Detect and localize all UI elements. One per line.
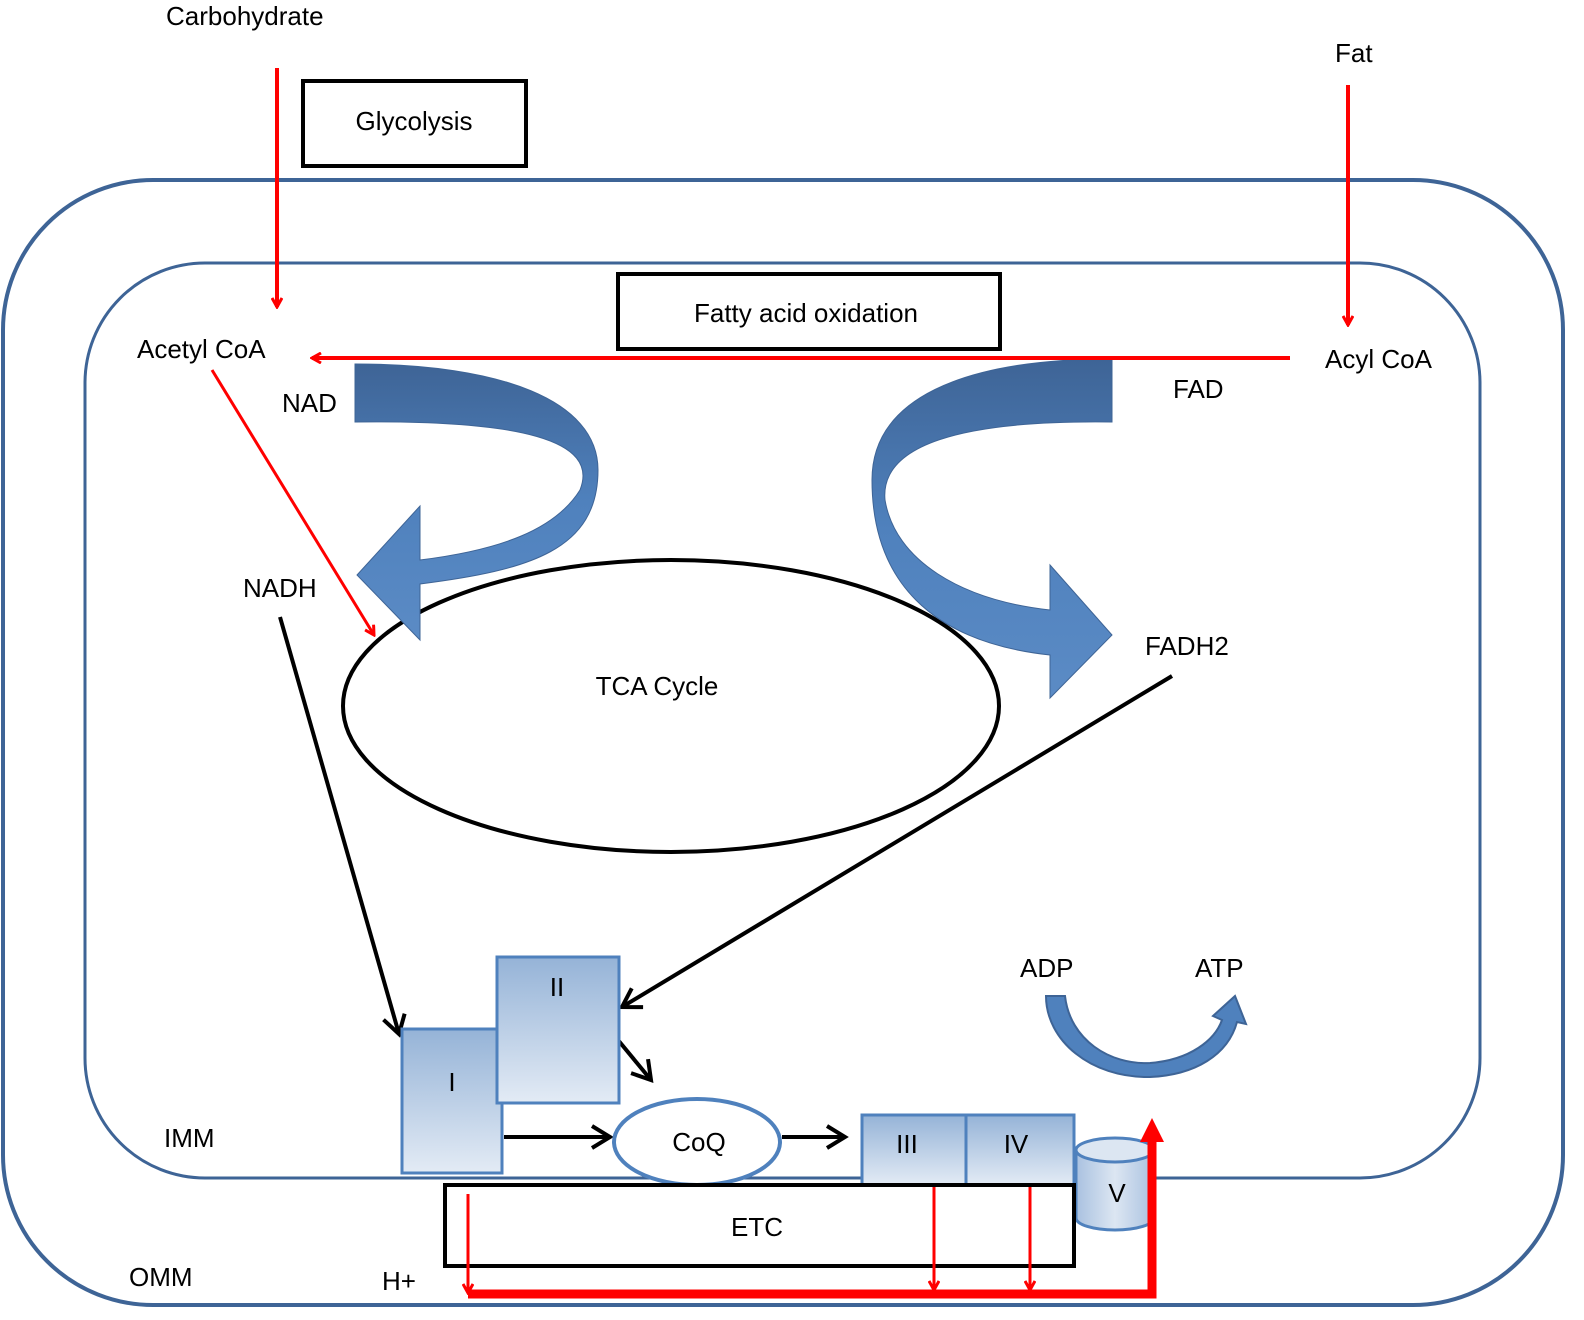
h-plus-label: H+: [382, 1266, 416, 1296]
fatty-acid-oxidation-label: Fatty acid oxidation: [694, 298, 918, 328]
complex-ii-to-coq-arrow: [616, 1038, 654, 1083]
nadh-label: NADH: [243, 573, 317, 603]
complex-iv-label: IV: [1004, 1129, 1029, 1159]
imm-label: IMM: [164, 1123, 215, 1153]
fad-label: FAD: [1173, 374, 1224, 404]
tca-cycle-ellipse: [341, 558, 1001, 854]
adp-to-atp-curved-arrow: [1044, 994, 1248, 1079]
proton-gradient-flow-arrow: [468, 1118, 1164, 1299]
complex-ii-label: II: [550, 972, 564, 1002]
complex-i-label: I: [448, 1067, 455, 1097]
tca-cycle-label: TCA Cycle: [596, 671, 719, 701]
adp-label: ADP: [1020, 953, 1073, 983]
glycolysis-label: Glycolysis: [355, 106, 472, 136]
inner-mitochondrial-membrane: [83, 261, 1482, 1180]
etc-box: [443, 1183, 1076, 1268]
carbohydrate-label: Carbohydrate: [166, 1, 324, 31]
omm-label: OMM: [129, 1262, 193, 1292]
fadh2-to-complex-ii-arrow: [618, 674, 1174, 1010]
fat-label: Fat: [1335, 38, 1373, 68]
acetyl-coa-to-tca-arrow: [210, 369, 374, 635]
acyl-coa-label: Acyl CoA: [1325, 344, 1433, 374]
etc-label: ETC: [731, 1212, 783, 1242]
complex-iv: [964, 1113, 1076, 1187]
glycolysis-box: [301, 79, 528, 168]
nad-label: NAD: [282, 388, 337, 418]
nadh-to-complex-i-arrow: [278, 616, 407, 1038]
complex-iii-label: III: [896, 1129, 918, 1159]
atp-label: ATP: [1195, 953, 1244, 983]
fad-to-fadh2-curved-arrow: [871, 358, 1113, 700]
nad-to-nadh-curved-arrow: [354, 363, 599, 642]
complex-ii: [495, 955, 621, 1105]
acetyl-coa-label: Acetyl CoA: [137, 334, 266, 364]
coq-label: CoQ: [672, 1127, 725, 1157]
outer-mitochondrial-membrane: [1, 178, 1565, 1307]
fadh2-label: FADH2: [1145, 631, 1229, 661]
complex-i: [400, 1027, 504, 1175]
fatty-acid-oxidation-box: [616, 272, 1002, 351]
complex-v-label: V: [1108, 1178, 1126, 1208]
